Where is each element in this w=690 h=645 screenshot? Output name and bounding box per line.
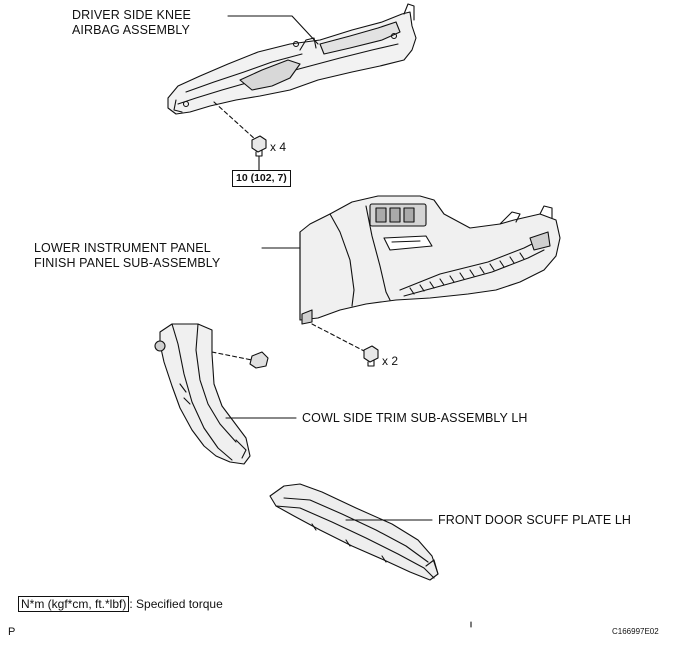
trim-clip	[249, 351, 269, 369]
lower-panel-label-line2: FINISH PANEL SUB-ASSEMBLY	[34, 256, 221, 270]
knee-airbag-label: DRIVER SIDE KNEE AIRBAG ASSEMBLY	[72, 8, 191, 38]
torque-legend-desc: : Specified torque	[129, 597, 223, 611]
bolt-qty-panel: x 2	[382, 354, 399, 368]
torque-legend-box: N*m (kgf*cm, ft.*lbf)	[18, 596, 130, 612]
torque-callout: 10 (102, 7)	[232, 170, 291, 187]
lower-panel-label: LOWER INSTRUMENT PANEL FINISH PANEL SUB-…	[34, 241, 220, 271]
lower-panel-label-line1: LOWER INSTRUMENT PANEL	[34, 241, 211, 255]
cowl-trim-label: COWL SIDE TRIM SUB-ASSEMBLY LH	[302, 411, 528, 425]
knee-airbag-label-line2: AIRBAG ASSEMBLY	[72, 23, 190, 37]
cowl-trim-part	[154, 323, 251, 465]
scuff-plate-part	[269, 483, 439, 581]
page-marker: P	[8, 626, 16, 638]
torque-legend: N*m (kgf*cm, ft.*lbf): Specified torque	[18, 596, 223, 612]
bolt-panel	[363, 345, 379, 367]
bolt-airbag	[251, 135, 267, 157]
knee-airbag-part	[167, 3, 417, 115]
bolt-qty-airbag: x 4	[270, 140, 287, 154]
scuff-plate-label: FRONT DOOR SCUFF PLATE LH	[438, 513, 632, 527]
figure-id: C166997E02	[612, 627, 659, 636]
knee-airbag-label-line1: DRIVER SIDE KNEE	[72, 8, 191, 22]
lower-panel-part	[299, 195, 561, 325]
